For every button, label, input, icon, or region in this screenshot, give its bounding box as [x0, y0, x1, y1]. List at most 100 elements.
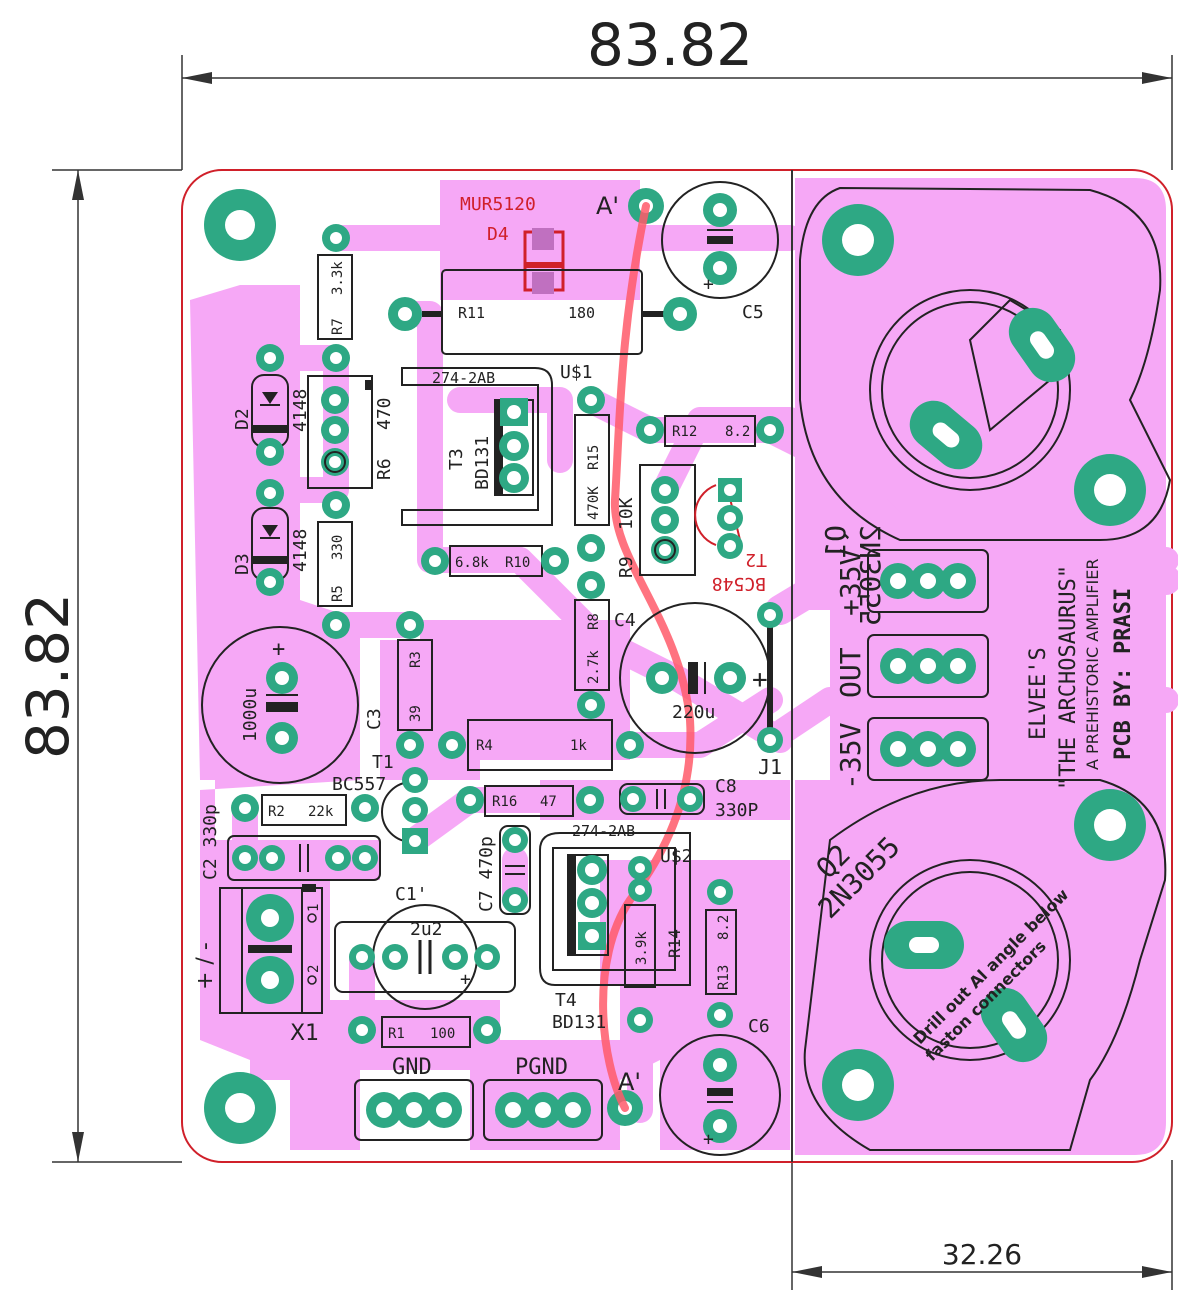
t1-name: T1 [372, 752, 394, 773]
r15-name: R15 [586, 445, 602, 470]
c3-name: C3 [364, 708, 385, 730]
d2-diode: D2 4148 [232, 344, 311, 466]
d2-name: D2 [232, 408, 253, 430]
r4-value: 1k [570, 738, 587, 754]
c6-name: C6 [748, 1016, 770, 1037]
d4-value: MUR5120 [460, 194, 536, 215]
credits-line2: "THE ARCHOSAURUS" [1056, 565, 1081, 790]
credits: ELVEE'S "THE ARCHOSAURUS" A PREHISTORIC … [1026, 559, 1136, 790]
dimension-top-label: 83.82 [587, 11, 753, 79]
u2-package: 274-2AB [572, 822, 635, 840]
r5-value: 330 [330, 535, 346, 560]
dimension-bottom-label: 32.26 [942, 1238, 1022, 1271]
d3-value: 4148 [290, 529, 311, 572]
a-bottom-label: A' [618, 1068, 641, 1096]
c4-capacitor: + C4 220u [614, 602, 771, 754]
r10-name: R10 [505, 555, 530, 571]
pgnd-label: PGND [515, 1055, 568, 1080]
r3-resistor: R3 39 [396, 611, 433, 759]
r10-resistor: 6.8k R10 [421, 545, 569, 577]
r15-resistor: R15 470K [574, 386, 610, 562]
t2-transistor: T2 BC548 [694, 478, 767, 594]
r1-value: 100 [430, 1026, 455, 1042]
r16-name: R16 [492, 794, 517, 810]
c5-name: C5 [742, 302, 764, 323]
r5-name: R5 [330, 585, 346, 602]
r13-value: 8.2 [716, 915, 732, 940]
r8-resistor: R8 2.7k [574, 571, 610, 719]
dimension-bottom: 32.26 [791, 1160, 1173, 1290]
r9-trimmer: R9 10K [616, 464, 696, 578]
a-top-label: A' [596, 192, 619, 220]
c8-name: C8 [715, 776, 737, 797]
t3-value: BD131 [472, 436, 493, 490]
r7-value: 3.3k [330, 261, 346, 295]
r6-name: R6 [374, 458, 395, 480]
r9-value: 10K [616, 497, 637, 530]
t4-name: T4 [555, 990, 577, 1011]
c2-capacitor: C2 330p [200, 804, 381, 881]
c5-plus: + [703, 274, 714, 295]
r7-name: R7 [330, 318, 346, 335]
r6-value: 470 [374, 397, 395, 430]
q1-name: Q1 [819, 525, 852, 559]
r10-value: 6.8k [455, 555, 489, 571]
r14-resistor: 3.9k R14 [624, 878, 684, 1033]
r2-name: R2 [268, 804, 285, 820]
x1-pin1: 1 [306, 904, 322, 912]
x1-pin2: 2 [306, 965, 322, 973]
credits-line4: PCB BY: PRASI [1111, 588, 1136, 760]
r13-name: R13 [716, 965, 732, 990]
r3-name: R3 [408, 651, 424, 668]
u1-name: U$1 [560, 362, 593, 383]
jumper-wire: A' A' [596, 188, 695, 1126]
j1-jumper: J1 [757, 602, 783, 779]
r7-resistor: R7 3.3k [317, 224, 353, 372]
r11-name: R11 [458, 304, 485, 322]
r6-trimmer: R6 470 [307, 375, 395, 489]
connector-neg35-label: -35V [834, 722, 867, 790]
d4-name: D4 [487, 224, 509, 245]
t1-value: BC557 [332, 774, 386, 795]
c7-capacitor: C7 470p [476, 825, 531, 915]
c6-capacitor: + C6 [659, 1016, 781, 1156]
t2-name: T2 [745, 549, 767, 570]
r5-resistor: R5 330 [317, 491, 353, 639]
t2-value: BC548 [712, 573, 766, 594]
r12-name: R12 [672, 424, 697, 440]
r4-name: R4 [476, 738, 493, 754]
c4-value: 220u [672, 702, 715, 723]
mounting-holes [204, 189, 276, 1144]
input-polarity-label: + / - [193, 942, 218, 990]
t4-value: BD131 [552, 1012, 606, 1033]
dimension-left: 83.82 [14, 169, 182, 1163]
connector-pos35-label: +35V [834, 548, 867, 616]
c1-name: C1' [395, 884, 428, 905]
d4-diode: MUR5120 D4 [460, 194, 565, 294]
r1-resistor: R1 100 [348, 1016, 501, 1048]
c5-capacitor: + C5 [661, 181, 779, 323]
u1-package: 274-2AB [432, 369, 495, 387]
r3-value: 39 [408, 705, 424, 722]
r1-name: R1 [388, 1026, 405, 1042]
r16-value: 47 [540, 794, 557, 810]
r2-value: 22k [308, 804, 334, 820]
r14-name: R14 [665, 929, 684, 958]
r12-value: 8.2 [725, 424, 750, 440]
c1-plus: + [460, 969, 471, 990]
r8-value: 2.7k [586, 650, 602, 684]
r14-value: 3.9k [634, 931, 650, 965]
c2-label: C2 330p [200, 804, 221, 880]
r11-value: 180 [568, 304, 595, 322]
c7-label: C7 470p [476, 836, 497, 912]
r13-resistor: R13 8.2 [705, 879, 737, 1028]
dimension-top: 83.82 [181, 11, 1173, 170]
u1-heatsink: 274-2AB U$1 T3 BD131 [401, 362, 593, 526]
c4-plus: + [752, 665, 768, 695]
r11-resistor: R11 180 [388, 269, 697, 355]
credits-line1: ELVEE'S [1026, 647, 1051, 740]
r2-resistor: R2 22k [231, 794, 379, 826]
r4-resistor: R4 1k [438, 719, 644, 771]
t3-name: T3 [446, 448, 467, 470]
